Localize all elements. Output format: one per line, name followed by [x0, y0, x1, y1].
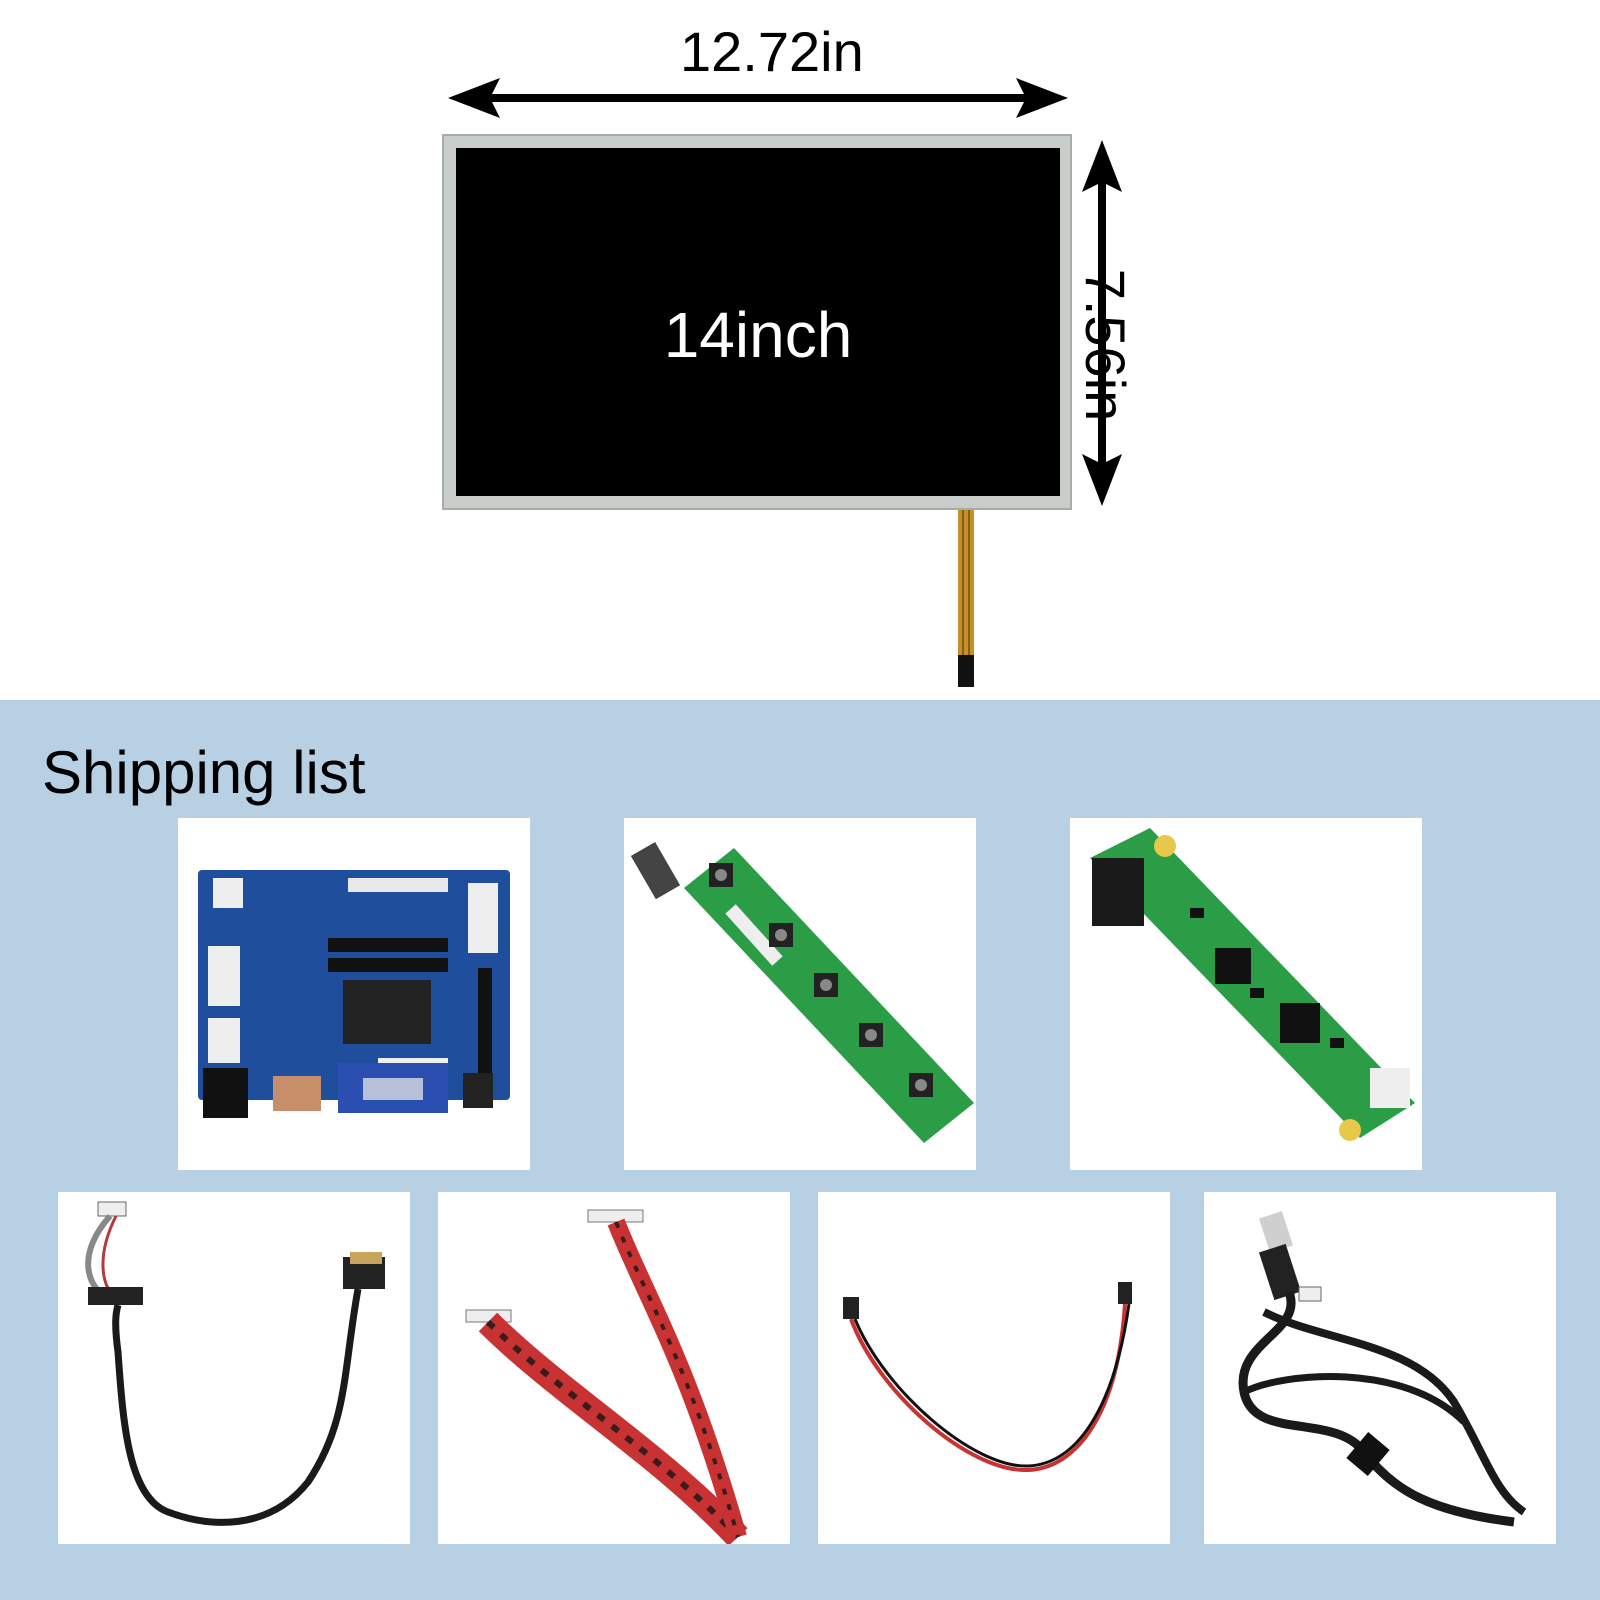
item-lvds-cable — [58, 1192, 410, 1544]
lvds-cable-icon — [85, 1201, 385, 1526]
height-dimension-label: 7.56in — [1074, 268, 1137, 422]
keypad-board-icon — [630, 841, 974, 1143]
section-title: Shipping list — [42, 739, 366, 806]
keypad-cable-icon — [465, 1209, 748, 1546]
driver-board-icon — [198, 870, 510, 1118]
touch-ribbon-cable — [958, 510, 974, 660]
touch-panel: 14inch — [442, 134, 1072, 510]
height-arrow-icon — [1082, 140, 1122, 506]
usb-cable-icon — [1238, 1211, 1527, 1527]
item-keypad-board — [624, 818, 976, 1170]
product-hero: 12.72in 7.56in 14inch — [0, 0, 1600, 700]
width-arrow-icon — [448, 78, 1068, 118]
width-dimension-label: 12.72in — [680, 20, 864, 83]
item-keypad-cable — [438, 1192, 790, 1546]
item-backlight-cable — [818, 1192, 1170, 1544]
touch-controller-board-icon — [1090, 828, 1415, 1141]
screen-size-label: 14inch — [663, 299, 853, 371]
lcd-screen: 14inch — [456, 148, 1060, 496]
ribbon-connector — [958, 655, 974, 687]
item-usb-cable — [1204, 1192, 1556, 1544]
item-touch-controller — [1070, 818, 1422, 1170]
backlight-cable-icon — [843, 1282, 1132, 1473]
item-driver-board — [178, 818, 530, 1170]
